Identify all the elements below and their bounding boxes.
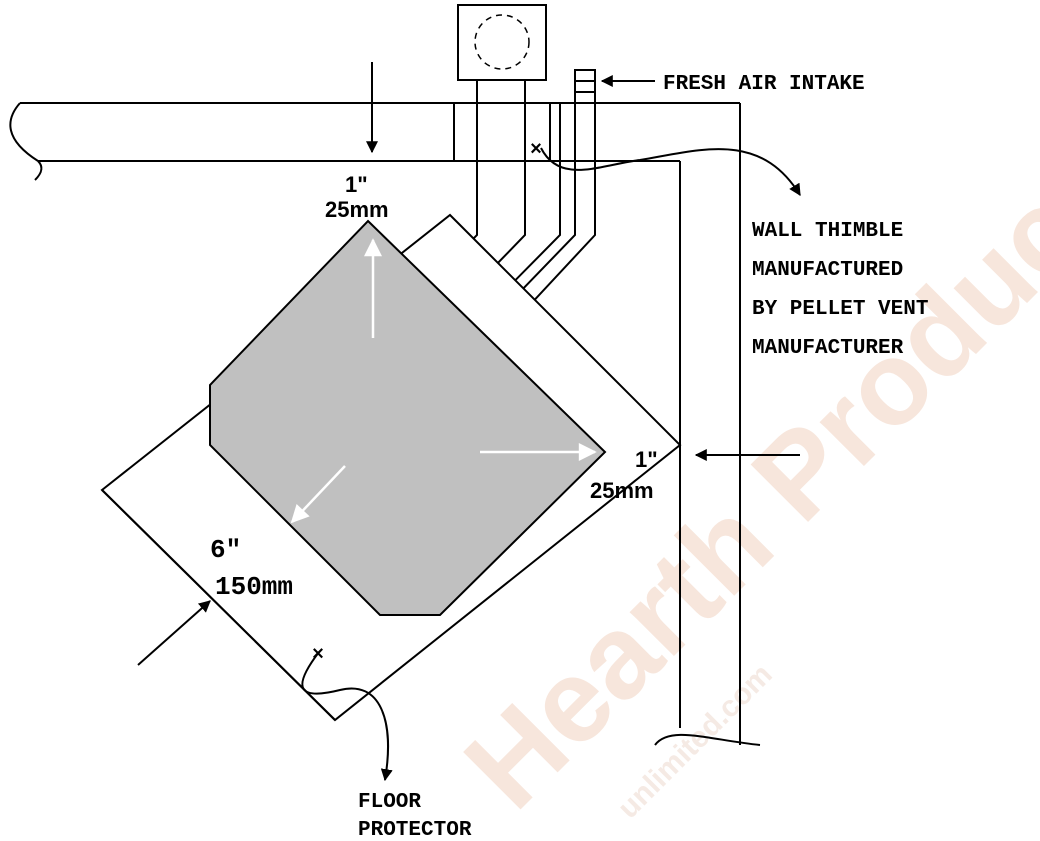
floor-x-mark: × [312,644,324,667]
rear-wall [9,102,740,181]
floor-protector-line-1: FLOOR [358,791,421,814]
stove-clearance-arrows [290,238,597,524]
floor-protector-callout: × FLOOR PROTECTOR [301,644,472,841]
thimble-x-mark: × [530,139,542,162]
side-clearance-in: 1" [635,447,658,472]
top-clearance: 1" 25mm [325,62,389,222]
wall-thimble-callout: × WALL THIMBLE MANUFACTURED BY PELLET VE… [530,139,928,360]
fresh-air-intake-label: FRESH AIR INTAKE [663,73,865,96]
top-clearance-mm: 25mm [325,197,389,222]
side-clearance-mm: 25mm [590,478,654,503]
wall-thimble [453,103,551,161]
floor-protector-line-2: PROTECTOR [358,819,472,841]
wall-thimble-line-1: WALL THIMBLE [752,220,903,243]
side-clearance: 1" 25mm [590,447,800,503]
front-clearance: 6" 150mm [137,535,293,666]
wall-thimble-line-2: MANUFACTURED [752,259,903,282]
fresh-air-callout: FRESH AIR INTAKE [600,73,865,96]
wall-thimble-line-4: MANUFACTURER [752,337,904,360]
wall-thimble-line-3: BY PELLET VENT [752,298,928,321]
front-clearance-in: 6" [210,535,241,565]
front-clearance-mm: 150mm [215,572,293,602]
top-clearance-in: 1" [345,172,368,197]
vent-cap [457,4,547,81]
